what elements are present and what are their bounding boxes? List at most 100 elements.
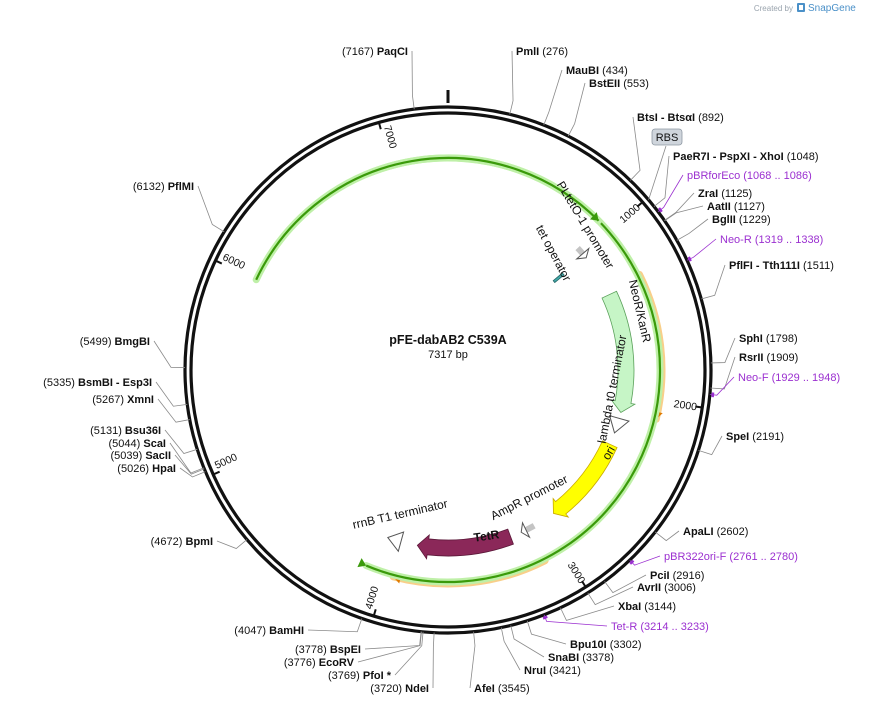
enzyme-coord: (4672) — [151, 536, 186, 548]
rbs-badge[interactable]: RBS — [651, 128, 683, 146]
enzyme-label-rsrii[interactable]: RsrII (1909) — [739, 352, 798, 364]
primer-label-neo-r[interactable]: Neo-R (1319 .. 1338) — [720, 234, 823, 246]
enzyme-coord: (5026) — [117, 463, 152, 475]
enzyme-label-bsmbi-esp3i[interactable]: (5335) BsmBI - Esp3I — [43, 377, 152, 389]
tick-mark-4000 — [372, 609, 377, 617]
enzyme-label-pflmi[interactable]: (6132) PflMI — [133, 181, 194, 193]
enzyme-label-sacii[interactable]: (5039) SacII — [110, 450, 171, 462]
enzyme-leader-pcii — [604, 574, 647, 594]
primer-name: Tet-R — [611, 621, 640, 633]
label-layer: (7167) PaqCI PmlI (276) MauBI (434)BstEII … — [43, 46, 840, 695]
enzyme-label-aatii[interactable]: AatII (1127) — [707, 201, 765, 213]
inner-arrow-head — [357, 558, 367, 568]
primer-label-tet-r[interactable]: Tet-R (3214 .. 3233) — [611, 621, 709, 633]
tick-mark-2000 — [695, 405, 703, 409]
enzyme-name: BspEI — [330, 644, 361, 656]
enzyme-coord: (5044) — [109, 438, 144, 450]
enzyme-leader-zrai — [664, 192, 695, 221]
enzyme-leader-bspei — [364, 631, 422, 650]
enzyme-label-scai[interactable]: (5044) ScaI — [109, 438, 167, 450]
enzyme-label-avrii[interactable]: AvrII (3006) — [637, 582, 696, 594]
enzyme-coord: (5499) — [80, 336, 115, 348]
enzyme-label-pfoi[interactable]: (3769) PfoI * — [328, 670, 392, 682]
tick-label-2000: 2000 — [673, 398, 698, 413]
enzyme-label-pcii[interactable]: PciI (2916) — [650, 570, 704, 582]
enzyme-label-maubi[interactable]: MauBI (434) — [566, 65, 628, 77]
enzyme-name: SphI — [739, 333, 766, 345]
enzyme-name: AfeI — [474, 683, 498, 695]
enzyme-label-pmli[interactable]: PmlI (276) — [516, 46, 568, 58]
enzyme-coord: (1127) — [734, 201, 765, 213]
enzyme-label-afei[interactable]: AfeI (3545) — [474, 683, 530, 695]
enzyme-name: BtsI - BtsαI — [637, 112, 698, 124]
primer-leader-tet-r — [543, 614, 608, 627]
feature-label-rrnb-t1-terminator: rrnB T1 terminator — [351, 496, 449, 531]
enzyme-leader-bpmi — [216, 539, 248, 550]
enzyme-coord: (5039) — [110, 450, 145, 462]
enzyme-label-pflfi-tth111i[interactable]: PflFI - Tth111I (1511) — [729, 260, 834, 272]
enzyme-label-bspei[interactable]: (3778) BspEI — [295, 644, 361, 656]
enzyme-label-nrui[interactable]: NruI (3421) — [524, 665, 581, 677]
enzyme-leader-bamhi — [307, 618, 363, 633]
enzyme-name: BmgBI — [115, 336, 150, 348]
enzyme-leader-bsu36i — [164, 429, 198, 454]
enzyme-label-ecorv[interactable]: (3776) EcoRV — [284, 657, 355, 669]
enzyme-label-ndei[interactable]: (3720) NdeI — [370, 683, 429, 695]
backbone-inner-ring — [189, 111, 707, 629]
enzyme-coord: (1511) — [803, 260, 834, 272]
enzyme-name: PmlI — [516, 46, 542, 58]
primer-label-pbrforeco[interactable]: pBRforEco (1068 .. 1086) — [687, 170, 812, 182]
enzyme-leader-aatii — [664, 205, 704, 222]
enzyme-name: NruI — [524, 665, 549, 677]
tick-label-3000: 3000 — [565, 560, 588, 586]
enzyme-leader-sphi — [710, 337, 736, 364]
enzyme-leader-bpu10i — [526, 620, 567, 645]
enzyme-coord: (892) — [698, 112, 724, 124]
enzyme-coord: (6132) — [133, 181, 168, 193]
enzyme-label-bpu10i[interactable]: Bpu10I (3302) — [570, 639, 642, 651]
enzyme-label-hpai[interactable]: (5026) HpaI — [117, 463, 176, 475]
enzyme-label-sphi[interactable]: SphI (1798) — [739, 333, 798, 345]
enzyme-leader-bsmbi-esp3i — [155, 381, 188, 407]
feature-label-tet-operator: tet operator — [533, 223, 574, 284]
enzyme-name: SnaBI — [548, 652, 582, 664]
inner-arrow-head — [589, 212, 599, 221]
enzyme-label-spei[interactable]: SpeI (2191) — [726, 431, 784, 443]
enzyme-label-bpmi[interactable]: (4672) BpmI — [151, 536, 213, 548]
enzyme-label-bsteii[interactable]: BstEII (553) — [589, 78, 649, 90]
enzyme-label-zrai[interactable]: ZraI (1125) — [698, 188, 752, 200]
leader-layer — [153, 50, 736, 689]
enzyme-label-bglii[interactable]: BglII (1229) — [712, 214, 771, 226]
enzyme-name: ApaLI — [683, 526, 717, 538]
enzyme-label-paer7i-pspxi-xhoi[interactable]: PaeR7I - PspXI - XhoI (1048) — [673, 151, 819, 163]
snapgene-credit: Created by SnapGene — [754, 3, 856, 14]
primer-range: (1319 .. 1338) — [755, 234, 824, 246]
enzyme-leader-scai — [169, 442, 205, 474]
enzyme-label-paqci[interactable]: (7167) PaqCI — [342, 46, 408, 58]
enzyme-label-btsi-bts-i[interactable]: BtsI - BtsαI (892) — [637, 112, 724, 124]
primer-name: pBR322ori-F — [664, 551, 729, 563]
enzyme-label-bamhi[interactable]: (4047) BamHI — [234, 625, 304, 637]
primer-leader-neo-r — [686, 238, 717, 261]
plasmid-size: 7317 bp — [428, 349, 468, 361]
enzyme-name: SpeI — [726, 431, 752, 443]
primer-range: (1068 .. 1086) — [743, 170, 812, 182]
primer-range: (3214 .. 3233) — [640, 621, 709, 633]
enzyme-label-snabi[interactable]: SnaBI (3378) — [548, 652, 614, 664]
enzyme-label-bmgbi[interactable]: (5499) BmgBI — [80, 336, 150, 348]
enzyme-label-xmni[interactable]: (5267) XmnI — [92, 394, 154, 406]
enzyme-leader-bglii — [676, 218, 709, 241]
enzyme-name: XbaI — [618, 601, 644, 613]
enzyme-name: EcoRV — [319, 657, 355, 669]
enzyme-coord: (2191) — [752, 431, 784, 443]
feature-label-tetr: TetR — [473, 527, 501, 544]
enzyme-leader-xmni — [157, 398, 190, 423]
enzyme-name: BamHI — [269, 625, 304, 637]
enzyme-label-xbai[interactable]: XbaI (3144) — [618, 601, 676, 613]
primer-label-neo-f[interactable]: Neo-F (1929 .. 1948) — [738, 372, 840, 384]
primer-label-pbr322ori-f[interactable]: pBR322ori-F (2761 .. 2780) — [664, 551, 798, 563]
enzyme-label-apali[interactable]: ApaLI (2602) — [683, 526, 748, 538]
enzyme-coord: (2602) — [717, 526, 749, 538]
enzyme-name: Bpu10I — [570, 639, 610, 651]
enzyme-label-bsu36i[interactable]: (5131) Bsu36I — [90, 425, 161, 437]
